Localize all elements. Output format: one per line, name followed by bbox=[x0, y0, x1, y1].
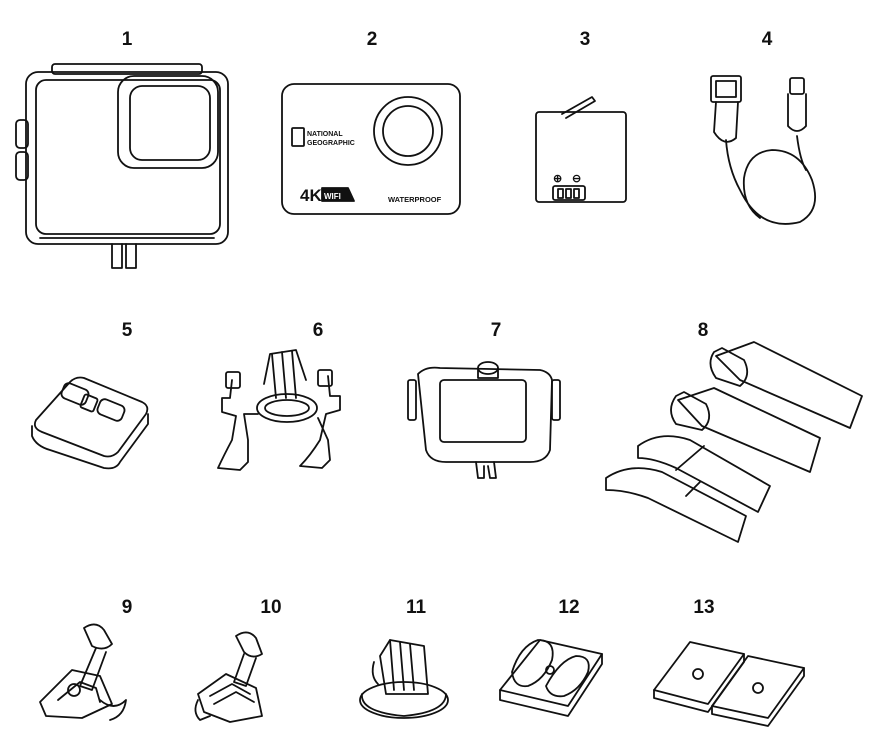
item-number-2: 2 bbox=[366, 29, 378, 50]
camera-waterproof: WATERPROOF bbox=[388, 195, 442, 204]
handlebar-mount-icon bbox=[217, 349, 341, 471]
item-number-11: 11 bbox=[405, 597, 427, 618]
item-number-1: 1 bbox=[121, 29, 133, 50]
item-number-13: 13 bbox=[693, 597, 715, 618]
tripod-adapter-icon bbox=[359, 639, 449, 719]
camera-wifi: WIFI bbox=[324, 192, 341, 201]
item-number-6: 6 bbox=[312, 320, 324, 341]
adhesive-pads-icon bbox=[653, 641, 805, 727]
action-camera-icon: NATIONAL GEOGRAPHIC 4K WIFI WATERPROOF bbox=[281, 83, 461, 215]
battery-minus: ⊖ bbox=[572, 173, 581, 185]
item-number-7: 7 bbox=[490, 320, 502, 341]
battery-icon: ⊕ ⊖ bbox=[535, 96, 627, 203]
item-number-4: 4 bbox=[761, 29, 773, 50]
waterproof-housing-icon bbox=[15, 63, 229, 269]
velcro-straps-icon bbox=[605, 341, 863, 543]
item-number-8: 8 bbox=[697, 320, 709, 341]
item-number-9: 9 bbox=[121, 597, 133, 618]
item-number-5: 5 bbox=[121, 320, 133, 341]
extension-arm-icon bbox=[39, 623, 127, 721]
camera-resolution: 4K bbox=[300, 186, 322, 205]
camera-brand-line2: GEOGRAPHIC bbox=[307, 140, 355, 147]
item-number-3: 3 bbox=[579, 29, 591, 50]
item-number-10: 10 bbox=[260, 597, 282, 618]
pivot-arm-icon bbox=[194, 631, 263, 723]
battery-plus: ⊕ bbox=[553, 173, 562, 185]
item-number-12: 12 bbox=[558, 597, 580, 618]
camera-brand-line1: NATIONAL bbox=[307, 131, 343, 138]
usb-cable-icon bbox=[710, 75, 816, 225]
curved-adhesive-mount-icon bbox=[499, 639, 603, 717]
frame-mount-icon bbox=[407, 361, 561, 479]
remote-control-icon bbox=[31, 376, 149, 470]
